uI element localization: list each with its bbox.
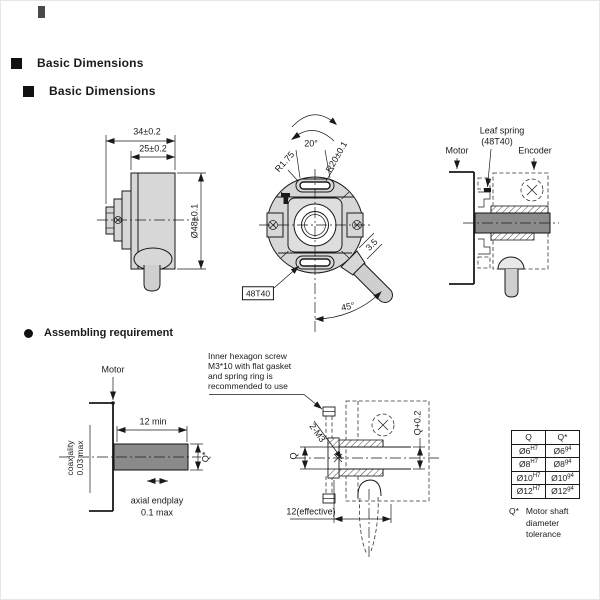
value: Ø12 xyxy=(516,486,533,496)
mounting-requirement-drawing xyxy=(59,377,203,512)
value: Ø12 xyxy=(551,486,568,496)
caption-line: tolerance xyxy=(526,529,561,539)
cable-front xyxy=(352,262,393,303)
bore-label: Q xyxy=(288,452,299,460)
clip-icon xyxy=(281,193,290,198)
cable-assembly xyxy=(504,269,519,298)
cell-qstar: Ø12g4 xyxy=(545,484,580,499)
cell-q: Ø12H7 xyxy=(511,484,546,499)
caption-line: Q* Motor shaft xyxy=(509,506,568,518)
screw-head-icon xyxy=(371,413,395,437)
note-leader-line xyxy=(209,394,323,410)
spring-model-label: 48T40 xyxy=(241,286,275,300)
circle-bullet-icon xyxy=(24,328,33,338)
screw-note: Inner hexagon screw M3*10 with flat gask… xyxy=(208,351,291,391)
tolerance: H7 xyxy=(532,472,541,479)
leaf-spring-model: (48T40) xyxy=(481,136,513,147)
section-header-assembling: Assembling requirement xyxy=(24,327,173,339)
encoder-outline-hidden-2 xyxy=(345,400,430,502)
side-view-drawing xyxy=(97,135,206,292)
tolerance-table: Q Q* Ø6H7 Ø6g4 Ø8H7 Ø8g4 Ø10H7 Ø10g4 Ø12… xyxy=(511,430,580,499)
shaft-dia-label: Q* xyxy=(200,451,211,463)
rotation-arrows-icon xyxy=(291,114,337,142)
screw-note-line: recommended to use xyxy=(208,381,288,391)
cross-section-drawing xyxy=(290,400,439,558)
table-header-row: Q Q* xyxy=(511,430,580,445)
caption-text: Motor shaft xyxy=(525,506,569,516)
square-bullet-icon xyxy=(23,85,34,97)
dim-depth-body: 25±0.2 xyxy=(139,143,167,154)
dim-depth-total: 34±0.2 xyxy=(133,126,161,137)
screw-note-line: Inner hexagon screw xyxy=(208,351,287,361)
hollow-shaft-wall xyxy=(338,439,384,448)
cell-qstar: Ø8g4 xyxy=(545,457,580,472)
dim-shaft-length: 12 min xyxy=(139,416,167,427)
value: Ø8 xyxy=(553,459,565,469)
value: Ø6 xyxy=(553,445,565,456)
assembly-side-view-drawing xyxy=(449,148,559,298)
value: Ø6 xyxy=(518,445,531,456)
tolerance: H7 xyxy=(532,486,541,493)
tolerance: g4 xyxy=(567,472,574,479)
endplay-line2: 0.1 max xyxy=(140,507,174,518)
corner-mark xyxy=(38,6,45,18)
header-label: Basic Dimensions xyxy=(49,84,156,98)
screw-note-line: and spring ring is xyxy=(208,371,273,381)
tolerance: g4 xyxy=(567,486,574,493)
section-header-basic-dimensions-2: Basic Dimensions xyxy=(23,84,156,98)
cell-q: Ø10H7 xyxy=(511,470,546,485)
section-header-basic-dimensions-1: Basic Dimensions xyxy=(11,56,144,70)
value: Ø10 xyxy=(516,472,533,483)
caption-line: diameter xyxy=(526,517,560,528)
hub-bore-label: Q+0.2 xyxy=(412,410,423,436)
leaf-spring-part xyxy=(478,191,491,208)
cable-gland-section xyxy=(357,479,382,499)
cable xyxy=(143,265,161,292)
cell-qstar: Ø6g4 xyxy=(545,443,580,458)
header-label: Basic Dimensions xyxy=(37,56,144,70)
header-label: Assembling requirement xyxy=(44,327,173,339)
table-row: Ø10H7 Ø10g4 xyxy=(511,470,580,485)
dim-effective-label: 12(effective) xyxy=(286,506,336,517)
col-header-qstar: Q* xyxy=(545,430,580,445)
caption-prefix: Q* xyxy=(509,506,519,516)
front-view-drawing xyxy=(259,114,393,333)
leaf-spring-label: Leaf spring xyxy=(479,125,525,136)
angle-rotation-label: 20° xyxy=(304,138,318,149)
cell-q: Ø6H7 xyxy=(511,443,546,458)
motor-label-2: Motor xyxy=(101,364,125,375)
tolerance: H7 xyxy=(530,459,538,466)
value: Ø8 xyxy=(518,459,531,469)
square-bullet-icon xyxy=(11,57,22,69)
motor-label: Motor xyxy=(445,145,469,156)
tolerance: H7 xyxy=(530,445,538,452)
coaxiality-line1: coaxiality xyxy=(65,440,75,476)
table-caption: Q* Motor shaft diameter tolerance xyxy=(509,506,568,541)
cable-gland-assembly xyxy=(497,256,525,270)
table-row: Ø8H7 Ø8g4 xyxy=(511,457,580,472)
col-header-q: Q xyxy=(511,430,546,445)
tolerance: g4 xyxy=(564,459,572,466)
coaxiality-line2: 0.03 max xyxy=(75,440,85,476)
coaxiality-note: coaxiality 0.03 max xyxy=(65,441,85,476)
value: Ø10 xyxy=(551,472,568,483)
table-row: Ø6H7 Ø6g4 xyxy=(511,443,580,458)
encoder-label: Encoder xyxy=(518,145,552,156)
cell-qstar: Ø10g4 xyxy=(545,470,580,485)
endplay-line1: axial endplay xyxy=(130,495,184,506)
screw-head-icon xyxy=(520,178,544,202)
dim-diameter: Ø48±0.1 xyxy=(189,203,200,239)
tolerance: g4 xyxy=(564,445,572,452)
screw-note-line: M3*10 with flat gasket xyxy=(208,361,292,371)
cable-hidden xyxy=(359,497,368,555)
table-row: Ø12H7 Ø12g4 xyxy=(511,484,580,499)
cell-q: Ø8H7 xyxy=(511,457,546,472)
